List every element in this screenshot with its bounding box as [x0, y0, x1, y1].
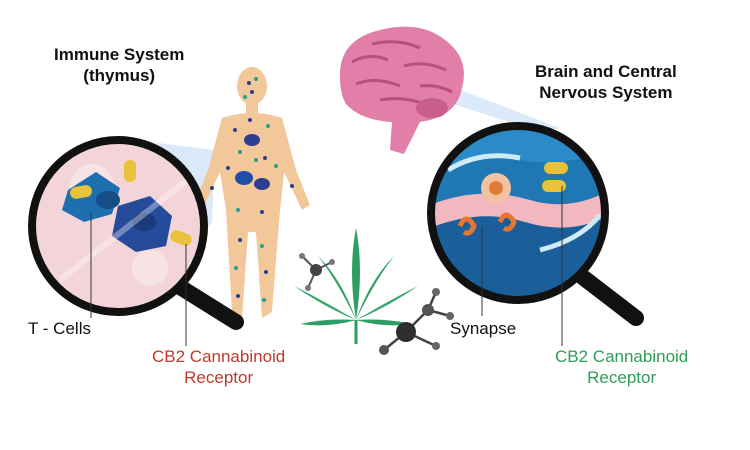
cb2-right-label: CB2 Cannabinoid Receptor	[555, 347, 689, 387]
molecule-icon	[299, 253, 335, 291]
molecule-icon	[379, 288, 454, 355]
cannabis-leaf-icon	[294, 228, 418, 344]
synapse-label: Synapse	[450, 319, 517, 338]
magnifier-icon	[28, 136, 244, 330]
immune-system-title: Immune System (thymus)	[54, 45, 185, 85]
brain-icon	[339, 26, 464, 155]
human-body-icon	[194, 67, 310, 318]
brain-title: Brain and Central Nervous System	[535, 62, 677, 102]
zoom-cone-right	[425, 88, 560, 132]
magnifier-icon	[427, 122, 644, 326]
cb2-left-label: CB2 Cannabinoid Receptor	[152, 347, 286, 387]
tcells-label: T - Cells	[28, 319, 91, 338]
